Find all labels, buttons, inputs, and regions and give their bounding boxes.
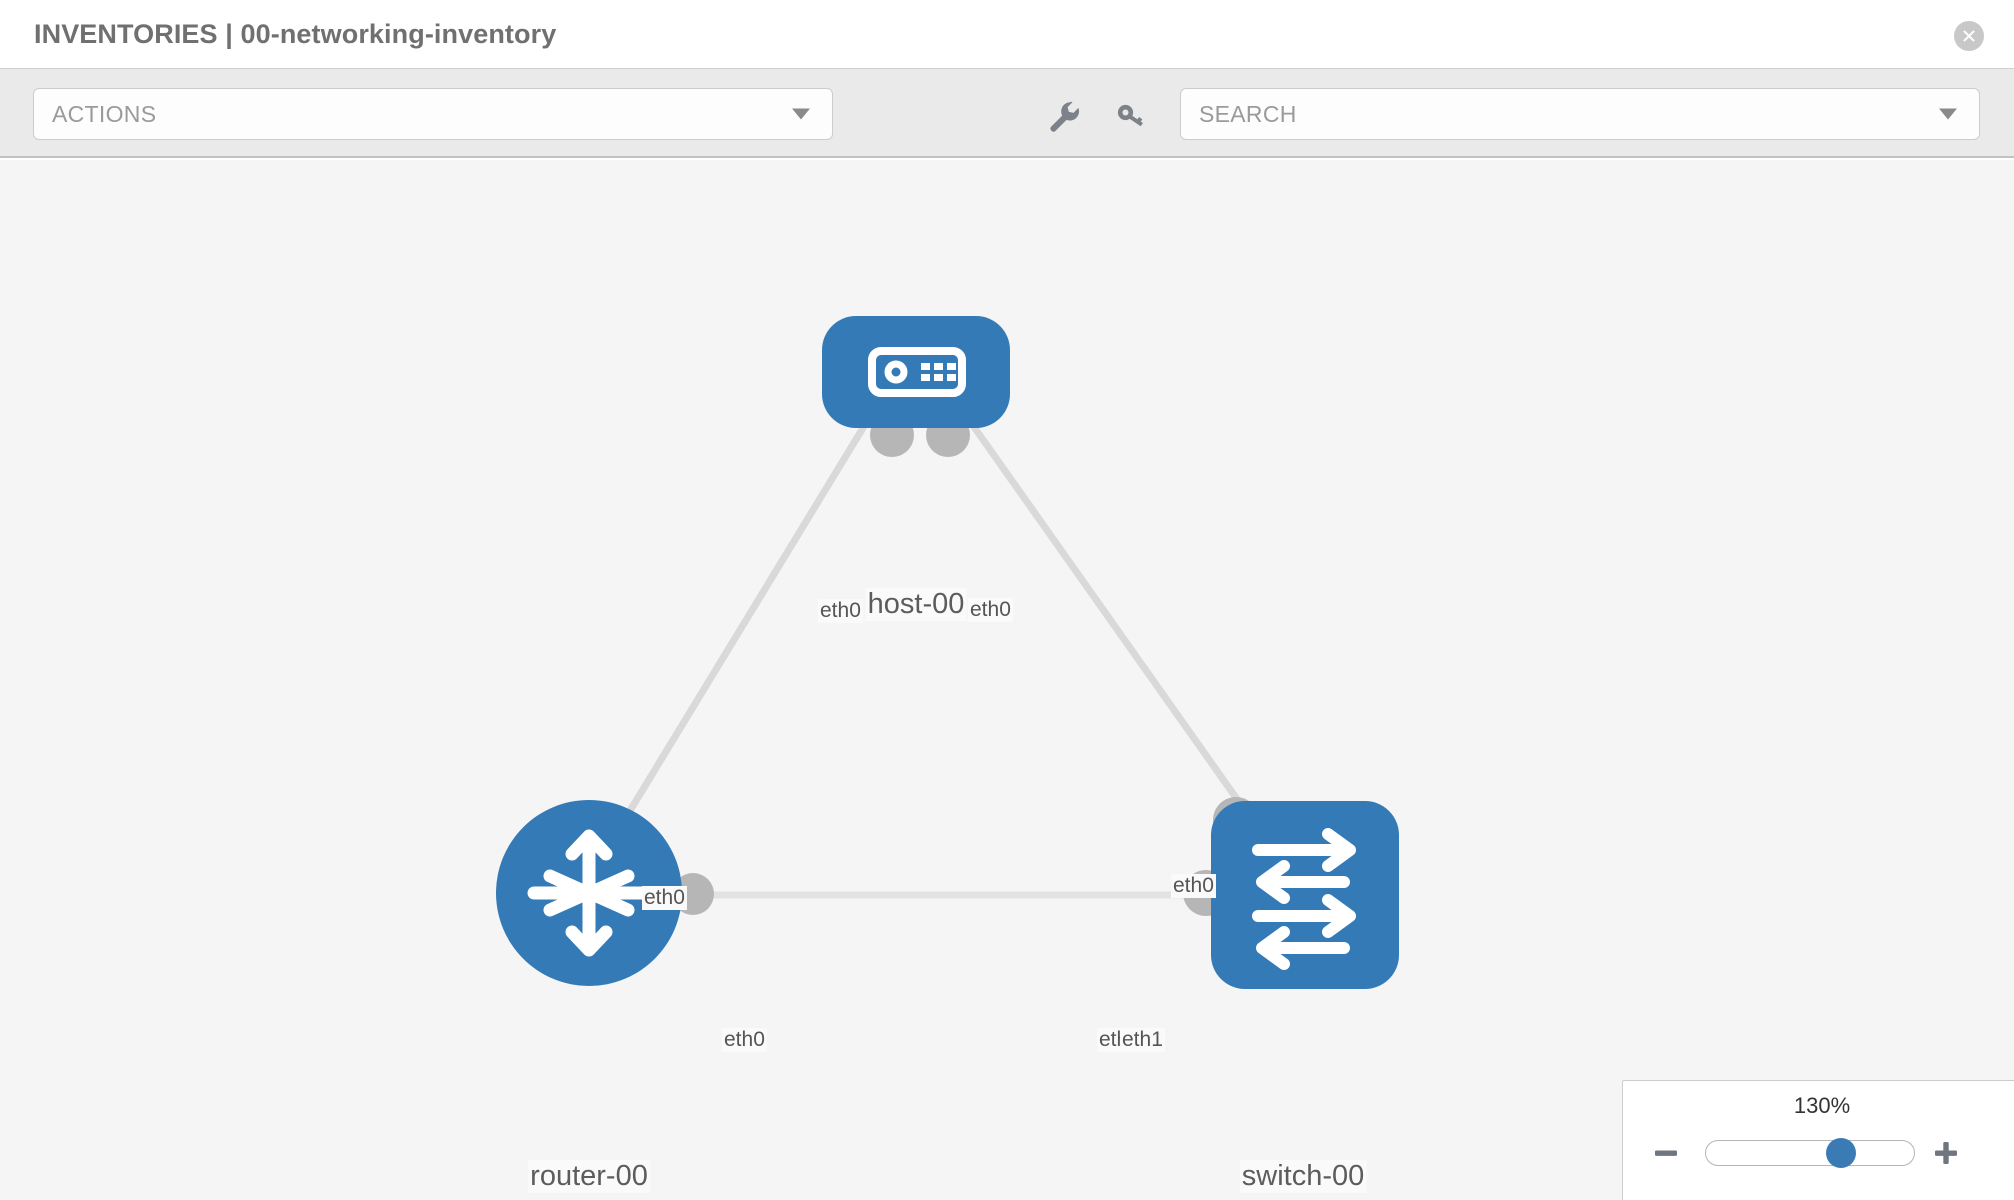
node-router-00[interactable] <box>496 800 682 986</box>
router-arrows-icon <box>527 829 651 957</box>
server-icon <box>868 347 966 397</box>
close-icon[interactable] <box>1954 21 1984 51</box>
link-host00-switch00[interactable] <box>952 397 1283 863</box>
close-glyph <box>1963 30 1975 42</box>
minus-icon[interactable] <box>1649 1136 1683 1170</box>
search-input[interactable]: SEARCH <box>1180 88 1980 140</box>
node-switch-00[interactable] <box>1211 801 1399 989</box>
plus-glyph <box>1935 1142 1957 1164</box>
iface-label-switch00-north: eth0 <box>1171 874 1216 898</box>
endpoint-layer <box>672 413 1259 916</box>
page-title: INVENTORIES | 00-networking-inventory <box>34 18 557 49</box>
actions-dropdown[interactable]: ACTIONS <box>33 88 833 140</box>
plus-icon[interactable] <box>1929 1136 1963 1170</box>
key-glyph <box>1117 104 1143 127</box>
link-host00-router00[interactable] <box>597 398 883 862</box>
zoom-slider-row <box>1623 1133 2014 1173</box>
iface-label-router00-north: eth0 <box>642 886 687 910</box>
zoom-level-value: 130% <box>1793 1093 1851 1118</box>
node-label-router-00: router-00 <box>528 1160 650 1193</box>
wrench-icon[interactable] <box>1047 99 1081 133</box>
node-host-00[interactable] <box>822 316 1010 428</box>
topology-graph <box>496 316 1399 989</box>
zoom-control-panel: 130% <box>1622 1080 2014 1200</box>
wrench-glyph <box>1050 101 1080 132</box>
iface-label-host00-left: eth0 <box>818 599 863 623</box>
iface-label-host00-right: eth0 <box>968 598 1013 622</box>
key-icon[interactable] <box>1114 99 1148 133</box>
link-layer <box>597 397 1283 899</box>
inventory-toolbar: ACTIONS SEARCH <box>0 68 2014 158</box>
node-label-host-00: host-00 <box>865 588 967 621</box>
actions-dropdown-label: ACTIONS <box>52 100 157 127</box>
iface-label-router00-east: eth0 <box>722 1028 767 1052</box>
chevron-down-icon <box>792 108 810 120</box>
zoom-slider[interactable] <box>1705 1138 1915 1168</box>
iface-label-switch00-west: eth1 <box>1120 1028 1165 1052</box>
switch-arrows-icon <box>1252 828 1356 970</box>
node-host-00-shape[interactable] <box>822 316 1010 428</box>
topology-canvas[interactable]: eth0 eth0 eth0 eth0 eth0 eth0 eth1 host-… <box>0 160 2014 1200</box>
search-placeholder: SEARCH <box>1199 100 1297 127</box>
node-label-switch-00: switch-00 <box>1239 1160 1367 1193</box>
zoom-slider-thumb[interactable] <box>1826 1138 1857 1168</box>
page-header: INVENTORIES | 00-networking-inventory <box>0 0 2014 68</box>
node-switch-00-shape[interactable] <box>1211 801 1399 989</box>
minus-glyph <box>1655 1150 1677 1156</box>
chevron-down-icon[interactable] <box>1939 108 1957 120</box>
